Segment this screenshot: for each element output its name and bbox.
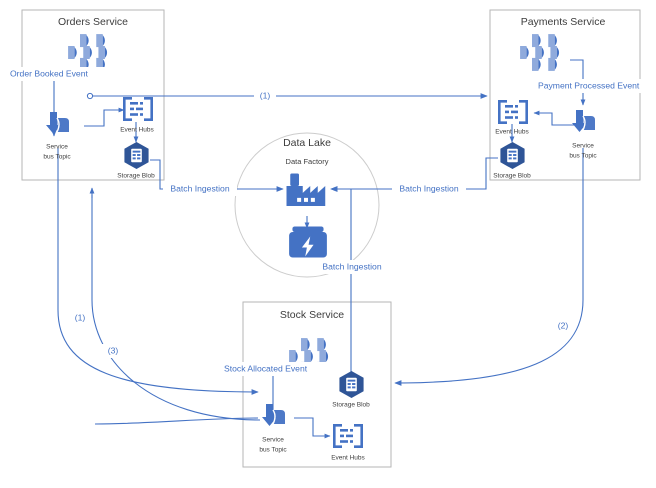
edge-stock-to-orders-part	[94, 417, 259, 425]
data-factory-icon[interactable]	[286, 173, 326, 207]
edge-payments-topic-to-hubs	[533, 110, 575, 126]
edge-stock-topic-to-hubs	[294, 417, 331, 439]
edge-payments-to-stock	[394, 148, 584, 386]
payments-storage-blob-icon[interactable]	[500, 141, 525, 170]
orders-service-bus-topic-icon[interactable]	[45, 111, 70, 135]
orders-event-hubs-icon[interactable]	[123, 97, 153, 121]
label-bg-stock-allocated	[222, 362, 332, 376]
label-bg-edge-one	[254, 89, 276, 103]
edge-label-batch-ingestion-stock: Batch Ingestion	[322, 261, 381, 271]
edge-stock-blob-to-factory	[330, 186, 352, 372]
label-bg-batch-left	[163, 182, 237, 196]
stock-storage-blob-icon[interactable]	[339, 370, 364, 399]
payments-storage-blob-label: Storage Blob	[493, 173, 531, 180]
orders-microservices-cluster[interactable]	[68, 34, 108, 71]
orders-event-label: Order Booked Event	[10, 68, 88, 78]
orders-storage-blob-label: Storage Blob	[117, 173, 155, 180]
edge-orders-topic-to-stock	[57, 148, 259, 395]
stock-event-label: Stock Allocated Event	[224, 363, 308, 373]
group-box-payments	[489, 9, 641, 181]
group-box-orders	[21, 9, 165, 181]
edge-label-batch-ingestion-orders: Batch Ingestion	[170, 183, 229, 193]
stock-service-bus-topic-label-2: bus Topic	[259, 447, 287, 454]
orders-service-bus-topic-label-1: Service	[46, 144, 68, 151]
edge-label-one-top: (1)	[260, 90, 271, 100]
label-bg-order-booked	[8, 67, 112, 81]
group-title-payments: Payments Service	[521, 16, 606, 28]
payments-service-bus-topic-icon[interactable]	[571, 109, 596, 133]
group-title-stock: Stock Service	[280, 309, 344, 321]
payments-event-hubs-label: Event Hubs	[495, 129, 529, 136]
payments-event-label: Payment Processed Event	[538, 80, 640, 90]
payments-service-bus-topic-label-1: Service	[572, 143, 594, 150]
edge-orders-topic-to-hubs	[84, 107, 125, 127]
connector-origin-dot	[86, 92, 94, 100]
payments-event-hubs-icon[interactable]	[498, 100, 528, 124]
payments-microservices-cluster[interactable]	[520, 34, 560, 71]
label-bg-batch-right	[392, 182, 466, 196]
data-lake-title: Data Lake	[283, 137, 331, 149]
edge-stock-to-orders	[91, 195, 261, 421]
stock-storage-blob-label: Storage Blob	[332, 402, 370, 409]
data-lake-subtitle: Data Factory	[286, 157, 329, 166]
group-title-orders: Orders Service	[58, 16, 128, 28]
data-lake-store-icon[interactable]	[289, 226, 327, 258]
payments-service-bus-topic-label-2: bus Topic	[569, 153, 597, 160]
orders-storage-blob-icon[interactable]	[124, 141, 149, 170]
group-box-stock	[242, 301, 392, 468]
edge-label-three: (3)	[108, 345, 119, 355]
label-bg-batch-bottom	[314, 260, 390, 274]
edge-label-two: (2)	[558, 320, 569, 330]
label-bg-edge-three	[102, 344, 124, 358]
stock-service-bus-topic-label-1: Service	[262, 437, 284, 444]
edge-label-one-left: (1)	[75, 312, 86, 322]
label-bg-payment-processed	[535, 79, 656, 93]
stock-event-hubs-icon[interactable]	[333, 424, 363, 448]
label-bg-edge-two	[552, 319, 574, 333]
label-bg-edge-one-left	[69, 311, 91, 325]
orders-service-bus-topic-label-2: bus Topic	[43, 154, 71, 161]
stock-event-hubs-label: Event Hubs	[331, 455, 365, 462]
orders-event-hubs-label: Event Hubs	[120, 127, 154, 134]
data-lake-boundary	[234, 132, 380, 278]
edge-label-batch-ingestion-payments: Batch Ingestion	[399, 183, 458, 193]
